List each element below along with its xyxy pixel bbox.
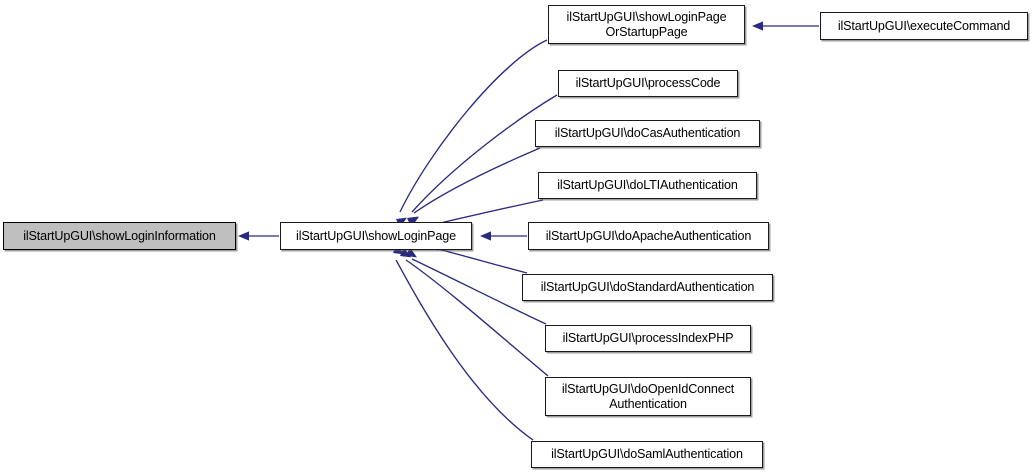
graph-node-doOpenIdConnectAuthentication[interactable]: ilStartUpGUI\doOpenIdConnect Authenticat… (545, 377, 751, 416)
graph-edge-processCode-to-showLoginPage (411, 94, 558, 213)
graph-node-processCode[interactable]: ilStartUpGUI\processCode (558, 70, 738, 97)
graph-node-label: ilStartUpGUI\doCasAuthentication (554, 126, 741, 141)
graph-node-label: ilStartUpGUI\showLoginPage (296, 228, 456, 243)
edge-arrowhead (238, 231, 249, 241)
graph-node-doSamlAuthentication[interactable]: ilStartUpGUI\doSamlAuthentication (531, 441, 763, 468)
graph-node-processIndexPHP[interactable]: ilStartUpGUI\processIndexPHP (545, 325, 751, 352)
graph-node-label: ilStartUpGUI\processIndexPHP (562, 331, 734, 346)
graph-node-label: ilStartUpGUI\executeCommand (837, 18, 1011, 33)
graph-node-doCasAuthentication[interactable]: ilStartUpGUI\doCasAuthentication (535, 120, 760, 147)
graph-node-showLoginInformation[interactable]: ilStartUpGUI\showLoginInformation (3, 222, 236, 250)
graph-node-doStandardAuthentication[interactable]: ilStartUpGUI\doStandardAuthentication (522, 274, 773, 301)
graph-node-label: ilStartUpGUI\doStandardAuthentication (540, 280, 755, 295)
graph-node-showLoginPageOrStartupPage[interactable]: ilStartUpGUI\showLoginPage OrStartupPage (548, 5, 745, 44)
graph-node-label: ilStartUpGUI\doSamlAuthentication (551, 447, 743, 462)
edge-arrowhead (480, 231, 491, 241)
graph-edge-doStandardAuthentication-to-showLoginPage (433, 247, 528, 274)
graph-edge-doCasAuthentication-to-showLoginPage (413, 147, 541, 214)
graph-node-label: ilStartUpGUI\showLoginInformation (23, 228, 216, 243)
graph-node-label: ilStartUpGUI\showLoginPage OrStartupPage (566, 9, 727, 39)
graph-node-doLTIAuthentication[interactable]: ilStartUpGUI\doLTIAuthentication (538, 172, 757, 199)
graph-edge-doSamlAuthentication-to-showLoginPage (395, 259, 534, 441)
edge-arrowhead (752, 21, 763, 31)
graph-node-label: ilStartUpGUI\processCode (575, 76, 721, 91)
graph-node-executeCommand[interactable]: ilStartUpGUI\executeCommand (820, 12, 1028, 40)
graph-node-doApacheAuthentication[interactable]: ilStartUpGUI\doApacheAuthentication (528, 222, 769, 250)
graph-node-label: ilStartUpGUI\doLTIAuthentication (557, 178, 738, 193)
graph-node-label: ilStartUpGUI\doApacheAuthentication (545, 228, 752, 243)
graph-node-label: ilStartUpGUI\doOpenIdConnect Authenticat… (561, 381, 735, 411)
graph-edge-showLoginPageOrStartupPage-to-showLoginPage (399, 39, 548, 213)
graph-node-showLoginPage[interactable]: ilStartUpGUI\showLoginPage (280, 222, 472, 250)
